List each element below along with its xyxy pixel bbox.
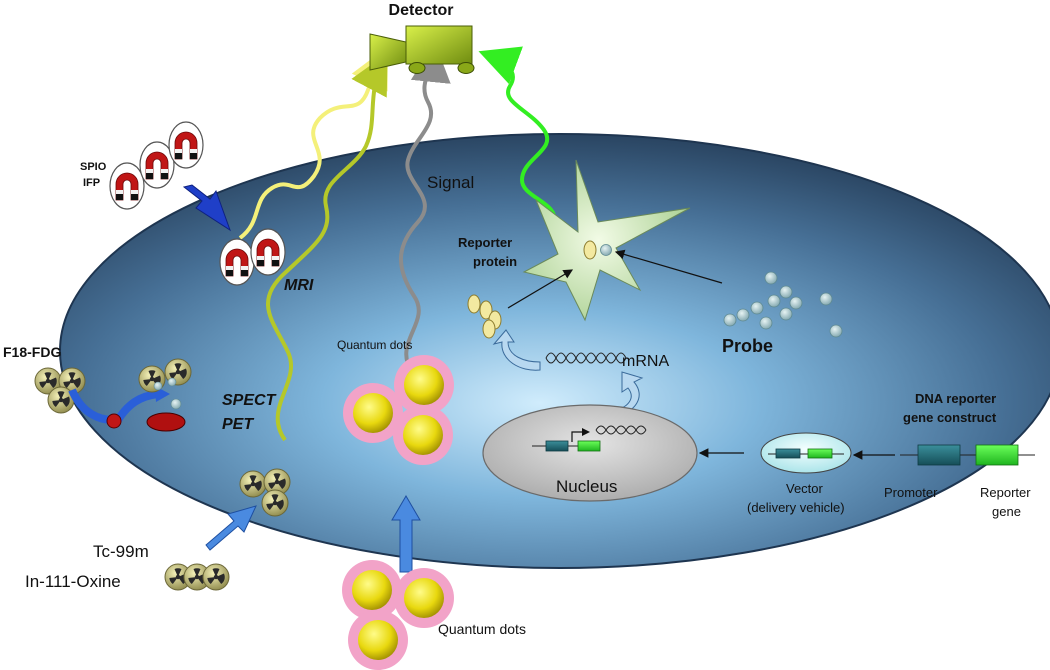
pet-label: PET [222,416,254,433]
probe-to-cell-arrow [614,249,723,284]
mrna-label: mRNA [622,353,669,370]
magnet-entry-arrow [182,184,231,232]
ifp-label: IFP [83,177,100,189]
protein-to-cell-arrow [507,269,574,309]
promoter-box-nucleus [545,440,569,452]
magnet-icon [219,238,255,286]
radioactive-icon [202,563,230,591]
dna-construct-label-1: DNA reporter [915,391,996,406]
reporter-protein-label-2: protein [473,254,517,269]
probe-dot [759,316,773,330]
nucleus [482,404,698,502]
dna-construct-label-2: gene construct [903,410,997,425]
spio-label: SPIO [80,161,107,173]
vector-capsule [760,432,852,474]
quantum-dots-inner-label: Quantum dots [337,338,412,352]
reporter-box-nucleus [577,440,601,452]
magnet-icon [109,162,145,210]
fdg-release-curve [114,390,159,423]
probe-dot [789,296,803,310]
reporter-protein-label-1: Reporter [458,235,512,250]
magnet-icon [250,228,286,276]
mri-label: MRI [284,277,314,294]
probe-dot [779,285,793,299]
probe-label: Probe [722,336,773,356]
transporter-dot [106,413,122,429]
vector-label-1: Vector [786,481,824,496]
translation-curl-arrow [492,329,541,371]
reporter-protein-icon [583,240,597,260]
probe-dot [779,307,793,321]
radioactive-icon [239,470,267,498]
quantum-dot-icon [348,610,408,670]
quantum-dots-outer-label: Quantum dots [438,621,526,637]
f18-fdg-label: F18-FDG [3,344,61,360]
tc99m-label: Tc-99m [93,542,149,561]
tc99m-entry-arrow [205,505,257,551]
promoter-label: Promoter [884,485,938,500]
reporter-cell-star [522,159,691,322]
promoter-box [917,444,961,466]
quantum-dot-icon [393,405,453,465]
radioactive-icon [261,489,289,517]
bound-probe-dot [600,244,612,256]
quantum-dot-icon [394,568,454,628]
reporter-gene-label-1: Reporter [980,485,1031,500]
detector-label: Detector [389,2,454,19]
in111-label: In-111-Oxine [25,572,121,591]
quantum-dot-entry-arrow [391,495,421,573]
reporter-gene-box [975,444,1019,466]
reporter-protein-icon [467,294,481,314]
reporter-box-vector [807,448,833,459]
detector-camera-icon [369,25,475,74]
probe-dot [750,301,764,315]
signal-label: Signal [427,173,474,192]
probe-dot [736,308,750,322]
quantum-dot-signal-wave [399,42,451,374]
probe-dot [819,292,833,306]
reporter-gene-label-2: gene [992,504,1021,519]
promoter-box-vector [775,448,801,459]
probe-dot [767,294,781,308]
probe-dot [723,313,737,327]
nucleus-label: Nucleus [556,477,617,496]
vector-label-2: (delivery vehicle) [747,500,845,515]
probe-dot [764,271,778,285]
hexokinase-ellipse [146,412,186,432]
pet-signal-wave [266,52,388,442]
probe-dot [829,324,843,338]
reporter-protein-icon [482,319,496,339]
spect-label: SPECT [222,392,277,409]
magnet-icon [168,121,204,169]
